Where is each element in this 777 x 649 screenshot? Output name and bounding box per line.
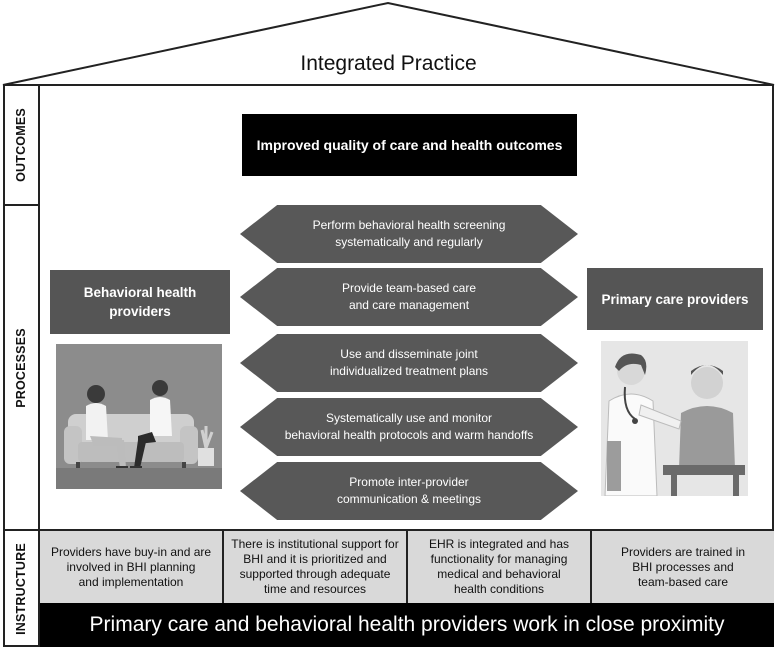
outcomes-label: OUTCOMES [13,107,28,182]
behavioral-health-providers-box: Behavioral health providers [50,270,230,334]
infra-text-line: Providers have buy-in and are [50,544,212,559]
process-text-line: Promote inter-provider [349,475,469,489]
process-arrow-protocols: Systematically use and monitor behavioral… [240,398,578,456]
infra-text-line: medical and behavioral [437,567,561,581]
section-divider-processes [3,529,774,531]
infra-text-line: team-based care [637,574,729,589]
infrastructure-label: INSTRUCTURE [13,542,28,635]
foundation-bar: Primary care and behavioral health provi… [40,603,774,647]
infra-text-line: BHI and it is prioritized and [243,552,387,566]
section-divider-outcomes [3,204,40,206]
process-text-line: behavioral health protocols and warm han… [284,428,534,442]
provider-label-line: providers [109,304,171,319]
infra-text-line: time and resources [263,582,367,596]
process-text-line: systematically and regularly [335,235,483,249]
roof [2,1,775,86]
process-arrow-team-care: Provide team-based care and care manageme… [240,268,578,326]
process-arrow-treatment-plans: Use and disseminate joint individualized … [240,334,578,392]
process-text-line: individualized treatment plans [329,364,489,378]
process-text-line: Use and disseminate joint [340,347,478,361]
infra-text-line: There is institutional support for [231,537,399,551]
process-arrow-screening: Perform behavioral health screening syste… [240,205,578,263]
diagram-title: Integrated Practice [300,52,477,75]
counseling-session-illustration [56,344,222,489]
infrastructure-label-column: INSTRUCTURE [3,530,40,647]
infra-text-line: EHR is integrated and has [428,537,570,551]
infra-text-line: supported through adequate [239,567,391,581]
process-text-line: communication & meetings [336,492,482,506]
process-text-line: Provide team-based care [341,281,477,295]
process-text-line: Systematically use and monitor [325,411,493,425]
provider-label-line: Behavioral health [83,285,197,300]
infra-text-line: involved in BHI planning [66,559,196,574]
process-text-line: Perform behavioral health screening [312,218,506,232]
infra-text-line: health conditions [453,582,545,596]
outcome-box: Improved quality of care and health outc… [242,114,577,176]
process-arrow-communication: Promote inter-provider communication & me… [240,462,578,520]
infra-text-line: BHI processes and [632,559,734,574]
infra-text-line: Providers are trained in [620,544,746,559]
doctor-patient-illustration [601,341,748,496]
infra-text-line: functionality for managing [430,552,568,566]
process-text-line: and care management [348,298,470,312]
infra-text-line: and implementation [78,574,184,589]
processes-label-column: PROCESSES [3,205,40,530]
outcomes-label-column: OUTCOMES [3,84,40,205]
primary-care-providers-box: Primary care providers [587,268,763,330]
processes-label: PROCESSES [13,327,28,408]
